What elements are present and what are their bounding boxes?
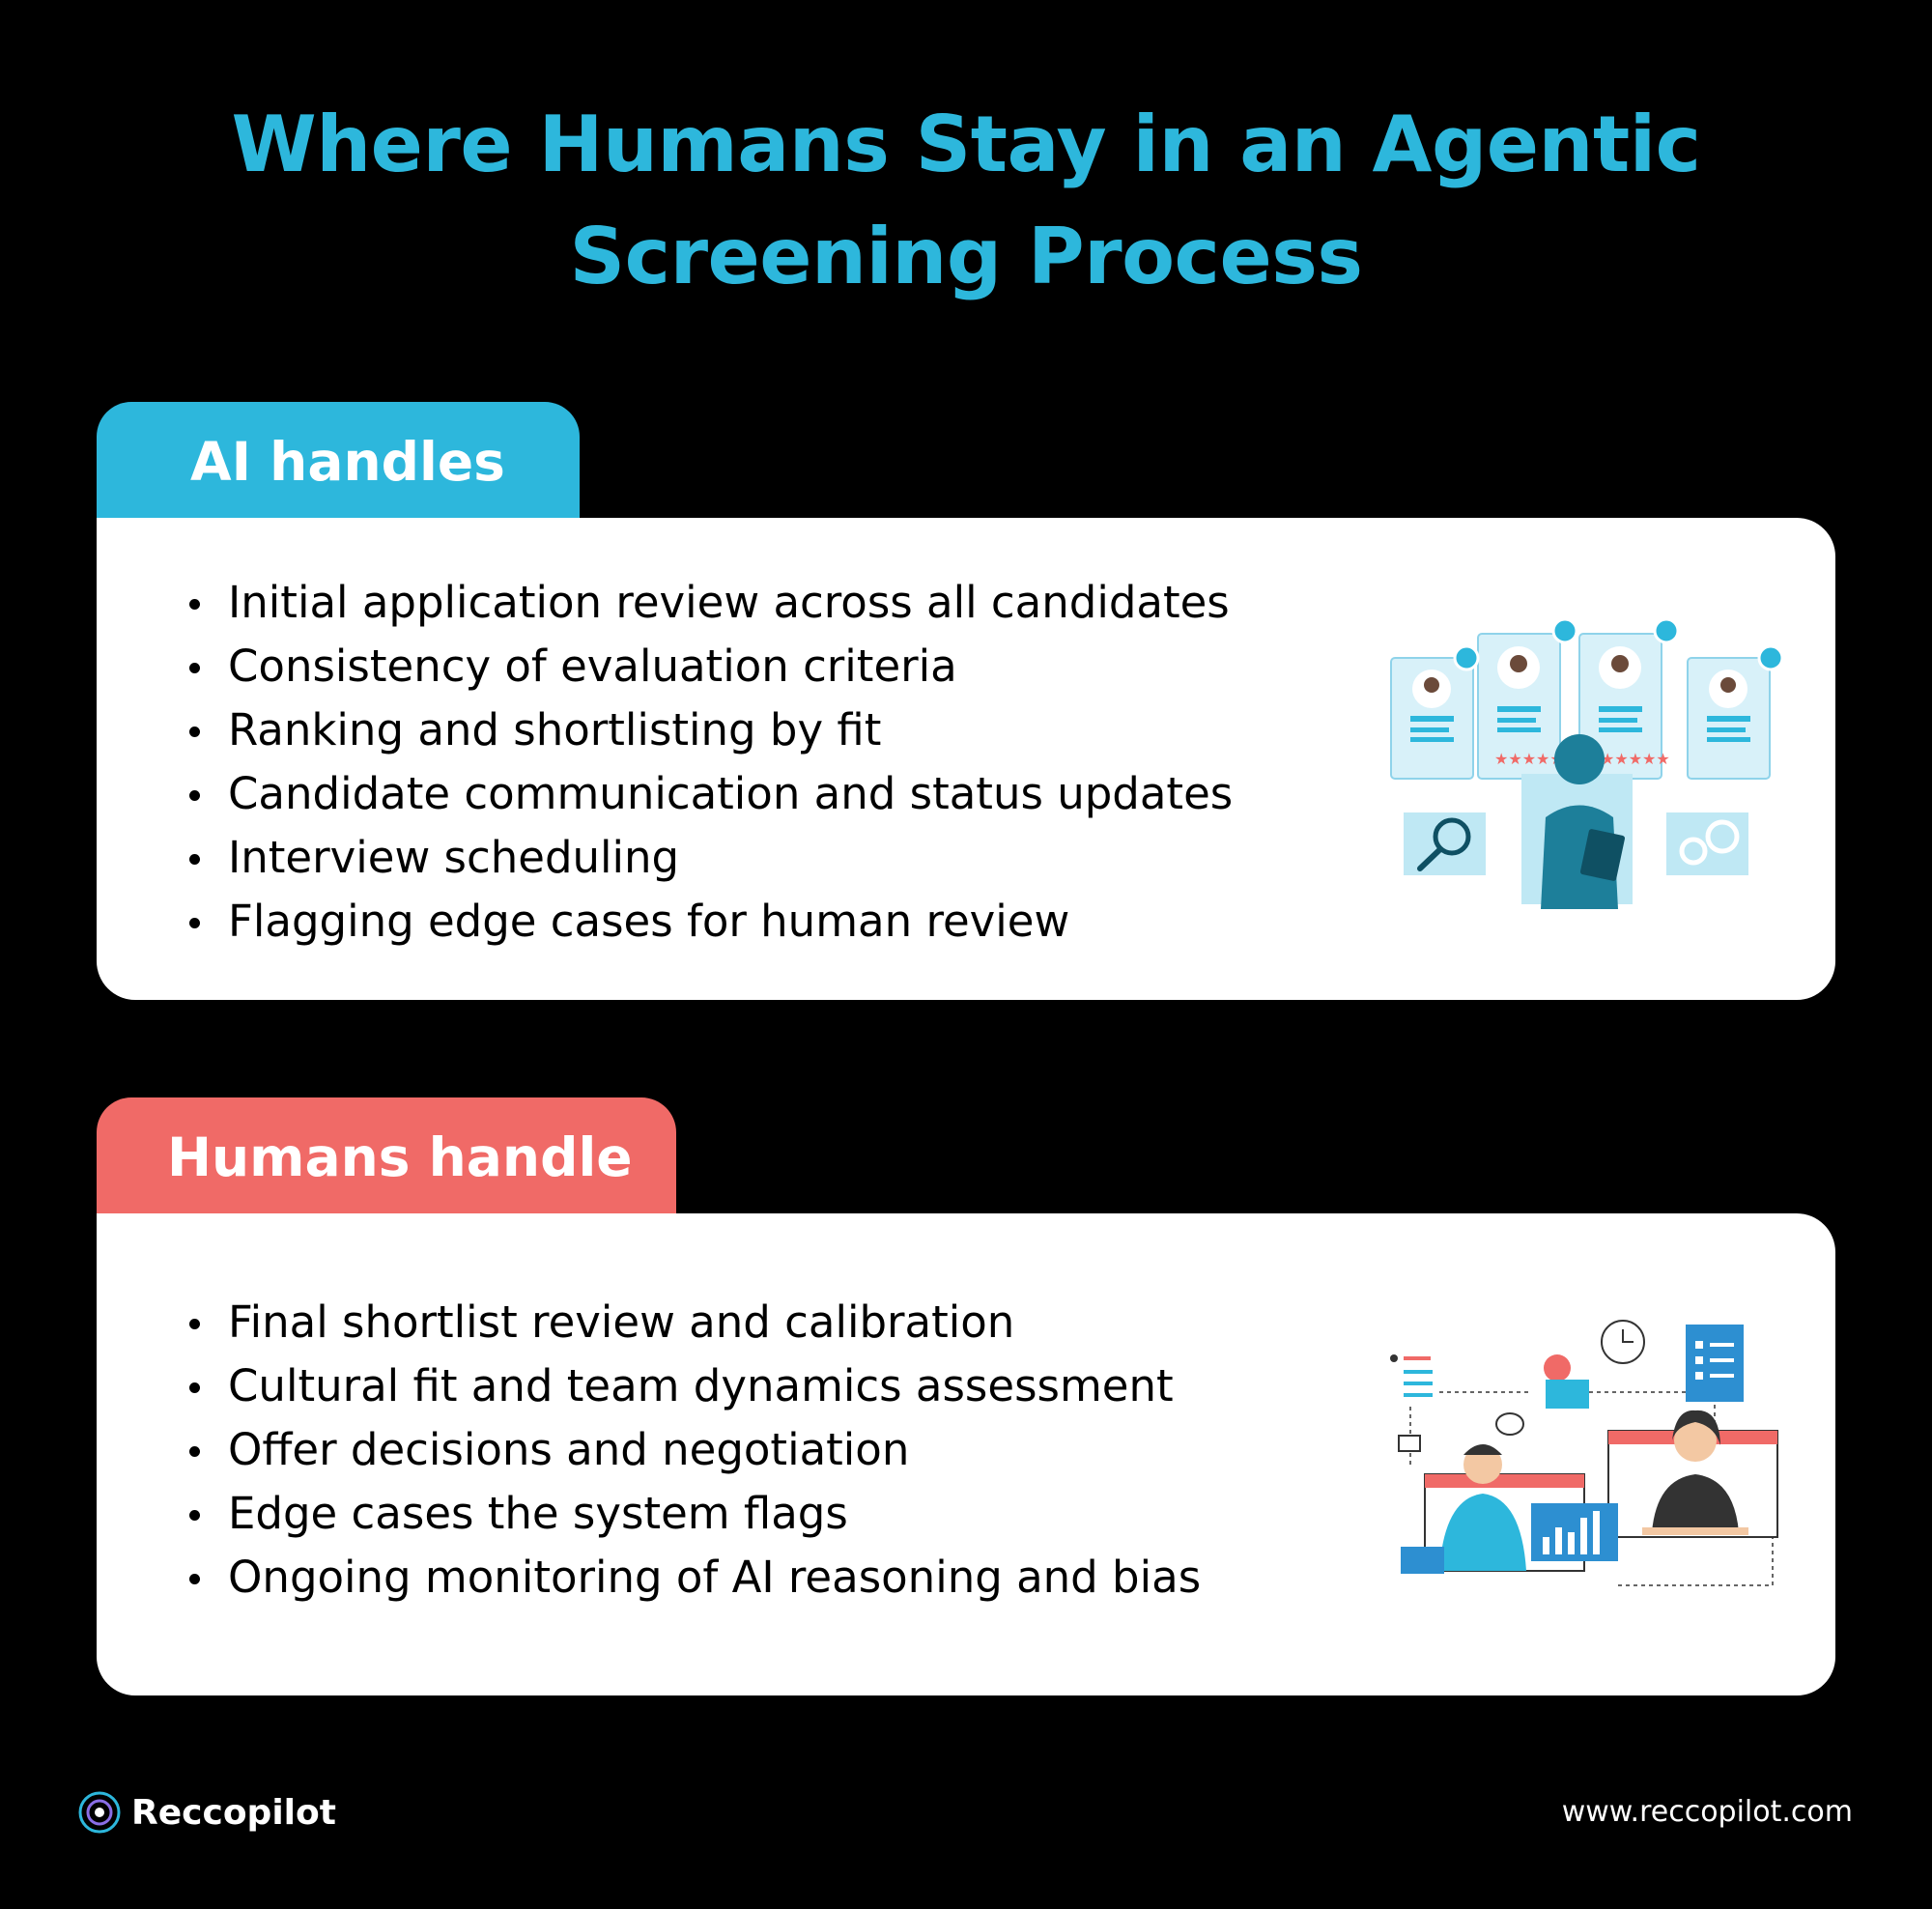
list-item: Flagging edge cases for human review: [184, 890, 1233, 954]
page-title: Where Humans Stay in an Agentic Screenin…: [0, 89, 1932, 313]
list-item: Final shortlist review and calibration: [184, 1291, 1201, 1354]
reccopilot-logo-icon: [78, 1791, 121, 1834]
brand-name: Reccopilot: [131, 1792, 336, 1833]
ai-handles-list: Initial application review across all ca…: [184, 571, 1233, 954]
list-item: Ongoing monitoring of AI reasoning and b…: [184, 1546, 1201, 1610]
list-item: Consistency of evaluation criteria: [184, 635, 1233, 698]
people-collaborating-icon: [1390, 1320, 1778, 1586]
humans-handle-list: Final shortlist review and calibration C…: [184, 1291, 1201, 1610]
svg-text:★★★★★: ★★★★★: [1494, 750, 1564, 768]
list-item: Offer decisions and negotiation: [184, 1418, 1201, 1482]
humans-handle-tab: Humans handle: [97, 1097, 676, 1217]
list-item: Edge cases the system flags: [184, 1482, 1201, 1546]
list-item: Ranking and shortlisting by fit: [184, 698, 1233, 762]
list-item: Interview scheduling: [184, 826, 1233, 890]
title-line-1: Where Humans Stay in an Agentic: [231, 100, 1701, 189]
list-item: Initial application review across all ca…: [184, 571, 1233, 635]
brand[interactable]: Reccopilot: [77, 1790, 336, 1835]
list-item: Cultural fit and team dynamics assessmen…: [184, 1354, 1201, 1418]
svg-text:★★★★★: ★★★★★: [1601, 750, 1670, 768]
humans-handle-label: Humans handle: [167, 1126, 633, 1188]
website-link[interactable]: www.reccopilot.com: [1561, 1795, 1853, 1829]
list-item: Candidate communication and status updat…: [184, 762, 1233, 826]
title-line-2: Screening Process: [569, 212, 1363, 301]
robot-reviewing-candidates-icon: ★★★★★ ★★★★★: [1390, 619, 1784, 909]
ai-handles-card: Initial application review across all ca…: [97, 518, 1835, 1000]
humans-handle-card: Final shortlist review and calibration C…: [97, 1213, 1835, 1695]
ai-handles-label: AI handles: [190, 431, 505, 493]
ai-handles-tab: AI handles: [97, 402, 580, 522]
